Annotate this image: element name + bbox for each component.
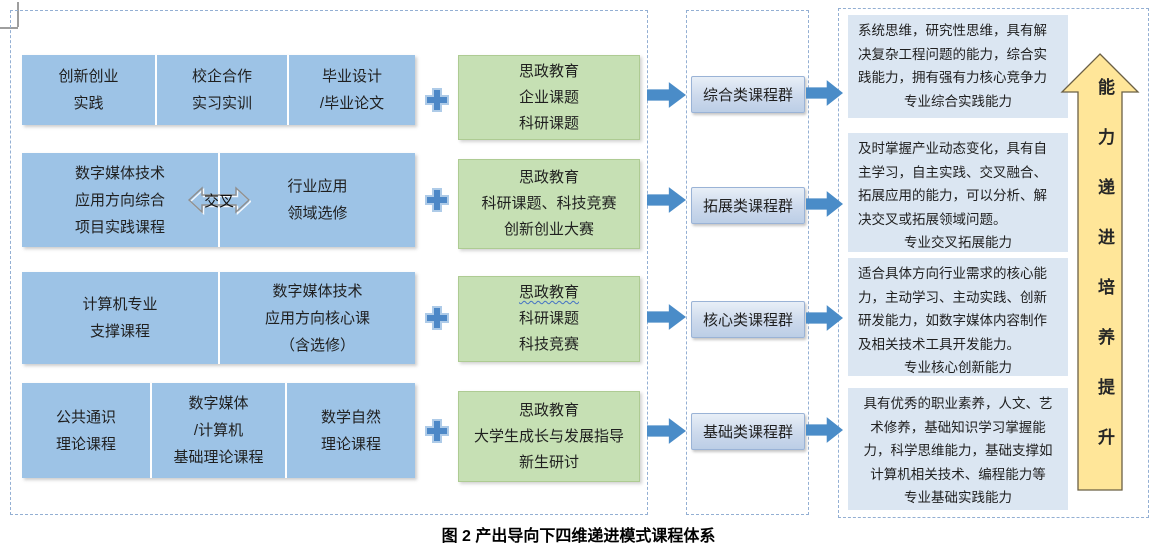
ability-tagline: 专业基础实践能力 xyxy=(904,490,1012,505)
right-arrow-icon xyxy=(647,187,686,213)
ability-progress-arrow xyxy=(1060,52,1140,497)
plus-icon xyxy=(423,304,451,332)
plus-icon xyxy=(423,417,451,445)
course-group-label: 核心类课程群 xyxy=(702,312,793,329)
course-box: 数学自然 理论课程 xyxy=(287,383,415,478)
course-box-label: 校企合作 实习实训 xyxy=(191,68,252,112)
course-group-label: 综合类课程群 xyxy=(702,87,793,104)
practice-line: 科研课题 xyxy=(518,310,579,327)
right-arrow-icon xyxy=(647,304,686,330)
ability-body: 适合具体方向行业需求的核心能力，主动学习、主动实践、创新研发能力，如数字媒体内容… xyxy=(858,266,1047,352)
ability-block-expansion: 及时掌握产业动态变化，具有自主学习，自主实践、交叉融合、拓展应用的能力，可以分析… xyxy=(848,133,1068,252)
ability-tagline: 专业综合实践能力 xyxy=(904,93,1012,109)
practice-line: 科研课题、科技竞赛 xyxy=(481,195,617,212)
course-box: 数字媒体 /计算机 基础理论课程 xyxy=(152,383,285,478)
course-row-expansion: 数字媒体技术 应用方向综合 项目实践课程 行业应用 领域选修 xyxy=(22,153,415,247)
ability-body: 具有优秀的职业素养，人文、艺术修养，基础知识学习掌握能力，科学思维能力，基础支撑… xyxy=(863,396,1053,482)
plus-icon xyxy=(423,86,451,114)
course-box: 公共通识 理论课程 xyxy=(22,383,150,478)
practice-line: 企业课题 xyxy=(518,88,579,106)
course-box-label: 行业应用 领域选修 xyxy=(287,178,348,222)
practice-line: 思政教育 xyxy=(518,284,579,301)
ability-block-comprehensive: 系统思维，研究性思维，具有解决复杂工程问题的能力，综合实践能力，拥有强有力核心竞… xyxy=(848,15,1068,118)
practice-line: 大学生成长与发展指导 xyxy=(473,427,624,445)
course-box-label: 数学自然 理论课程 xyxy=(320,408,381,453)
practice-line: 新生研讨 xyxy=(518,453,579,471)
course-box-label: 计算机专业 支撑课程 xyxy=(82,296,158,340)
ability-block-basic: 具有优秀的职业素养，人文、艺术修养，基础知识学习掌握能力，科学思维能力，基础支撑… xyxy=(848,388,1068,510)
ability-block-core: 适合具体方向行业需求的核心能力，主动学习、主动实践、创新研发能力，如数字媒体内容… xyxy=(848,258,1068,376)
ability-body: 及时掌握产业动态变化，具有自主学习，自主实践、交叉融合、拓展应用的能力，可以分析… xyxy=(858,141,1047,227)
ability-progress-label: 能力递进培养提升 xyxy=(1095,78,1114,478)
right-arrow-icon xyxy=(647,418,686,444)
course-box-label: 公共通识 理论课程 xyxy=(55,408,116,453)
course-group-label: 基础类课程群 xyxy=(702,424,793,441)
course-box-label: 数字媒体技术 应用方向综合 项目实践课程 xyxy=(74,164,165,236)
course-group-core: 核心类课程群 xyxy=(691,301,805,338)
right-arrow-icon xyxy=(647,82,686,108)
course-box: 数字媒体技术 应用方向综合 项目实践课程 xyxy=(22,153,218,247)
course-box: 毕业设计 /毕业论文 xyxy=(289,55,415,125)
plus-icon xyxy=(423,186,451,214)
ability-panel-frame xyxy=(838,8,1149,518)
practice-line: 思政教育 xyxy=(518,62,579,80)
course-box: 创新创业 实践 xyxy=(22,55,155,125)
course-box: 行业应用 领域选修 xyxy=(220,153,415,247)
ability-tagline: 专业核心创新能力 xyxy=(904,360,1012,375)
ability-tagline: 专业交叉拓展能力 xyxy=(904,235,1012,250)
left-panel-frame xyxy=(10,10,648,515)
cross-connector-label: 交叉 xyxy=(203,192,234,210)
practice-box-core: 思政教育 科研课题 科技竞赛 xyxy=(458,276,640,362)
course-box: 计算机专业 支撑课程 xyxy=(22,272,218,364)
figure-caption: 图 2 产出导向下四维递进模式课程体系 xyxy=(441,528,716,545)
course-box: 数字媒体技术 应用方向核心课 （含选修） xyxy=(220,272,415,364)
course-box-label: 毕业设计 /毕业论文 xyxy=(319,68,385,112)
up-arrow-icon xyxy=(1060,53,1140,491)
textbox-corner-artifact xyxy=(17,2,19,27)
course-group-expansion: 拓展类课程群 xyxy=(691,187,805,224)
course-row-basic: 公共通识 理论课程 数字媒体 /计算机 基础理论课程 数学自然 理论课程 xyxy=(22,383,415,478)
course-box: 校企合作 实习实训 xyxy=(157,55,287,125)
course-box-label: 数字媒体 /计算机 基础理论课程 xyxy=(173,395,264,466)
course-group-comprehensive: 综合类课程群 xyxy=(691,76,805,113)
course-box-label: 数字媒体技术 应用方向核心课 （含选修） xyxy=(264,282,370,354)
course-row-comprehensive: 创新创业 实践 校企合作 实习实训 毕业设计 /毕业论文 xyxy=(22,55,415,125)
practice-line: 创新创业大赛 xyxy=(503,221,594,238)
practice-box-comprehensive: 思政教育 企业课题 科研课题 xyxy=(458,55,640,140)
course-row-core: 计算机专业 支撑课程 数字媒体技术 应用方向核心课 （含选修） xyxy=(22,272,415,364)
double-arrow-icon xyxy=(187,186,252,216)
practice-box-basic: 思政教育 大学生成长与发展指导 新生研讨 xyxy=(458,391,640,482)
practice-line: 科研课题 xyxy=(518,114,579,132)
textbox-corner-artifact xyxy=(0,27,18,29)
practice-line: 思政教育 xyxy=(518,169,579,186)
practice-line: 科技竞赛 xyxy=(518,336,579,353)
course-group-label: 拓展类课程群 xyxy=(702,198,793,215)
cross-connector: 交叉 xyxy=(187,182,252,218)
practice-box-expansion: 思政教育 科研课题、科技竞赛 创新创业大赛 xyxy=(458,159,640,249)
course-box-label: 创新创业 实践 xyxy=(58,68,119,112)
ability-body: 系统思维，研究性思维，具有解决复杂工程问题的能力，综合实践能力，拥有强有力核心竞… xyxy=(858,23,1047,85)
practice-line: 思政教育 xyxy=(518,401,579,419)
course-group-frame xyxy=(686,10,809,515)
course-group-basic: 基础类课程群 xyxy=(691,413,805,450)
